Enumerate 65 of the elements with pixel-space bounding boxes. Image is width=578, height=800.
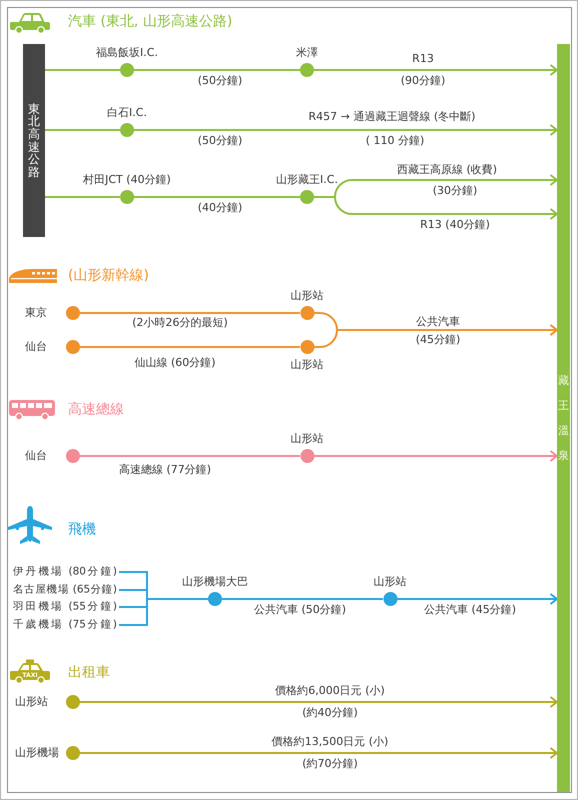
station-label: 山形站 — [290, 432, 324, 445]
highway-bar: 東北高速公路 — [23, 44, 45, 237]
route-label: 西藏王高原線 (收費) — [396, 163, 498, 177]
edge-label: (約70分鐘) — [300, 757, 360, 771]
section-heading: 出租車 — [68, 664, 110, 682]
edge-label: ( 110 分鐘) — [364, 134, 426, 148]
connector-line — [45, 69, 120, 71]
airport-label: 羽田機場 (55分鐘) — [13, 600, 117, 614]
connector-line — [45, 196, 120, 198]
station-label: 仙台 — [25, 340, 47, 354]
station-label: 山形機場大巴 — [182, 574, 248, 588]
duration-label: (50分鐘) — [198, 134, 242, 148]
section-heading: (山形新幹線) — [68, 267, 149, 285]
arrow — [314, 450, 558, 462]
connector-line — [222, 598, 383, 600]
arrow — [80, 747, 558, 759]
connector-line — [119, 598, 208, 626]
route-label: 公共汽車 — [416, 315, 460, 329]
station-label: 村田JCT (40分鐘) — [83, 172, 171, 186]
section-heading: 汽車 (東北, 山形高速公路) — [68, 13, 232, 31]
airport-label: 伊丹機場 (80分鐘) — [13, 566, 117, 578]
connector-line — [80, 455, 300, 457]
edge-label: (30分鐘) — [430, 184, 480, 198]
station-label: 山形站 — [290, 288, 324, 302]
edge-label: R13 (40分鐘) — [418, 218, 492, 232]
station-label: 山形藏王I.C. — [276, 172, 338, 186]
arrow — [80, 696, 558, 708]
arrow — [134, 124, 558, 136]
station-label: 山形站 — [15, 695, 48, 709]
station-label: 山形站 — [290, 358, 324, 372]
airport-label: 名古屋機場 (65分鐘) — [13, 584, 117, 596]
edge-label: (約40分鐘) — [300, 706, 360, 720]
station-label: 山形站 — [374, 574, 406, 588]
edge-label: (2小時26分的最短) — [130, 316, 230, 330]
section-heading: 飛機 — [68, 521, 96, 539]
edge-label: (45分鐘) — [414, 333, 462, 347]
arrow — [314, 64, 558, 76]
connector-line — [45, 129, 120, 131]
edge-label: (40分鐘) — [196, 201, 244, 215]
edge-label: (50分鐘) — [196, 74, 244, 88]
edge-label: 仙山線 (60分鐘) — [132, 356, 218, 370]
destination-bar: 藏王溫泉 — [557, 44, 570, 792]
station-label: 福島飯坂I.C. — [96, 46, 158, 59]
connector-line — [80, 346, 300, 348]
station-label: 白石I.C. — [107, 106, 147, 119]
edge-label: 高速總線 (77分鐘) — [116, 463, 214, 477]
station-label: 米澤 — [296, 46, 318, 59]
route-label: R13 — [412, 52, 434, 66]
station-label: 仙台 — [25, 449, 47, 463]
arrow — [397, 593, 558, 605]
edge-label: 公共汽車 (45分鐘) — [422, 603, 518, 617]
price-label: 價格約13,500日元 (小) — [272, 735, 388, 749]
connector-line — [134, 69, 300, 71]
connector-line — [80, 312, 300, 314]
station-label: 山形機場 — [15, 746, 59, 760]
connector-line — [134, 196, 300, 198]
station-label: 東京 — [25, 306, 47, 320]
arrow — [314, 196, 558, 220]
arrow — [314, 324, 558, 348]
edge-label: (90分鐘) — [398, 74, 448, 88]
section-heading: 高速總線 — [68, 401, 124, 419]
price-label: 價格約6,000日元 (小) — [275, 684, 385, 698]
airport-label: 千歲機場 (75分鐘) — [13, 618, 117, 632]
edge-label: 公共汽車 (50分鐘) — [252, 603, 348, 617]
route-label: R457 → 通過藏王迴聲線 (冬中斷) — [308, 110, 476, 124]
